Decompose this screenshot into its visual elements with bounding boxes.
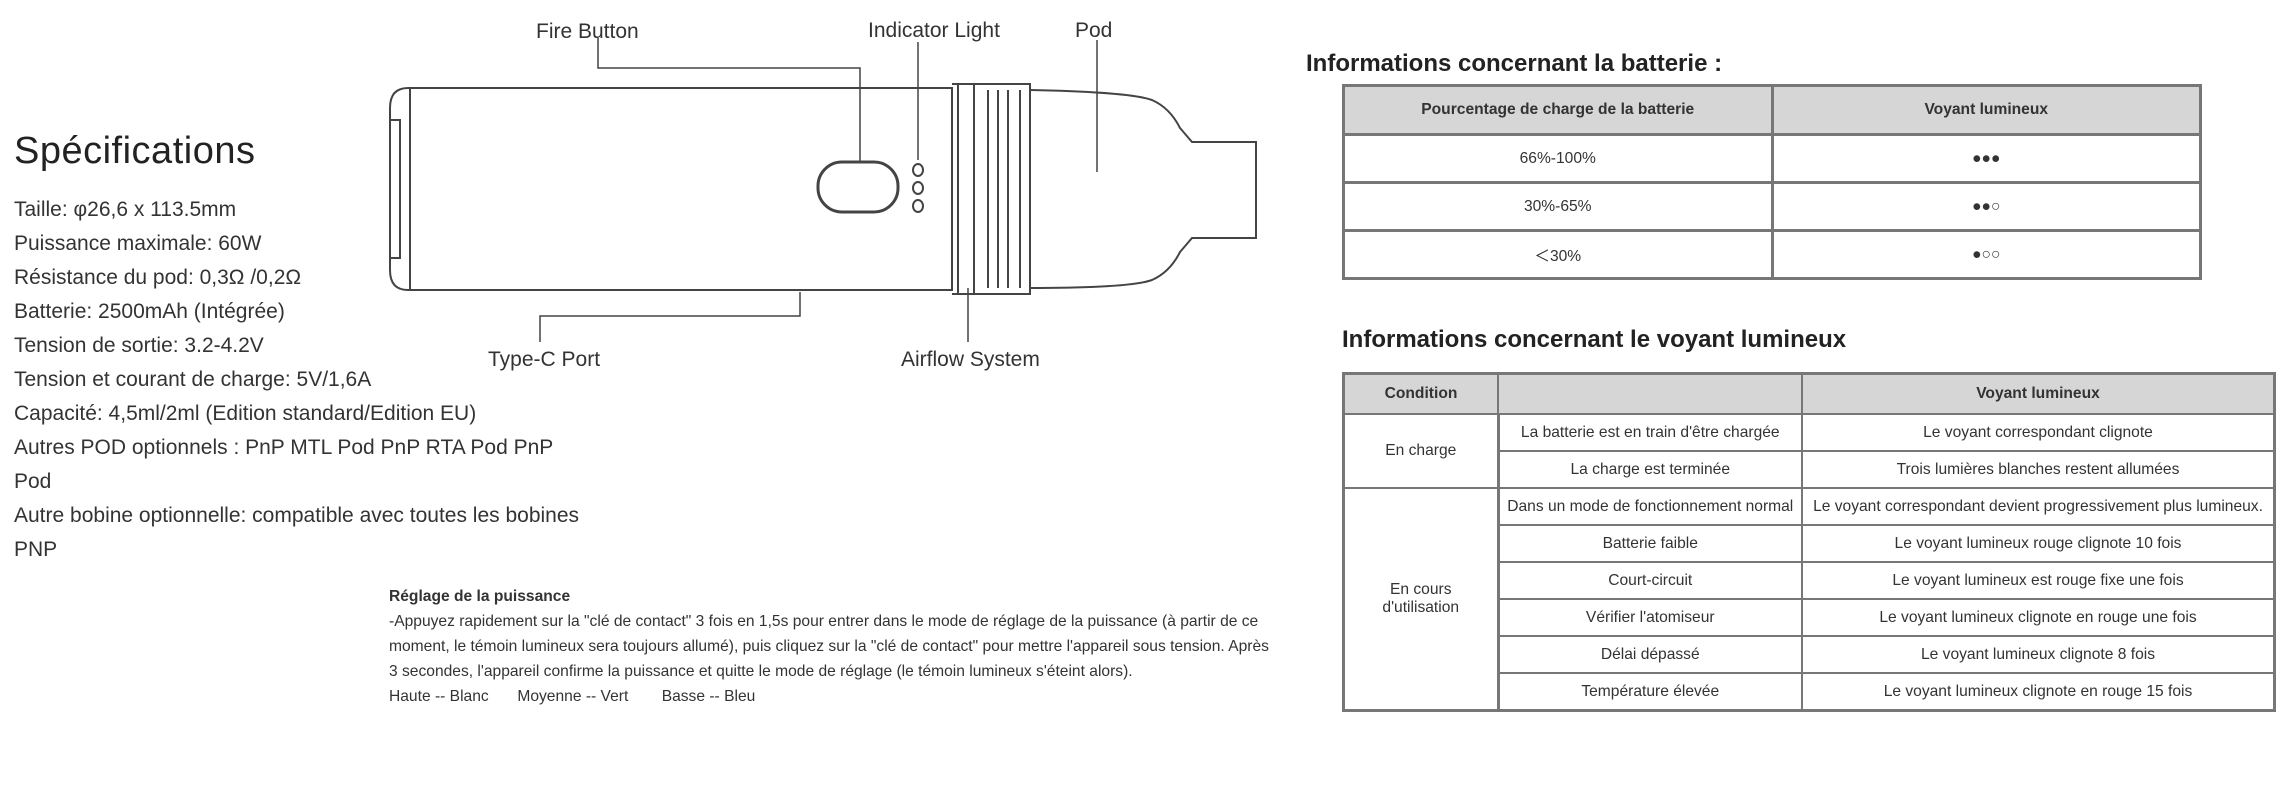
table-row: Température élevée Le voyant lumineux cl… [1344,672,2276,712]
table-header: Pourcentage de charge de la batterie [1342,84,1774,136]
spec-item: Taille: φ26,6 x 113.5mm [14,198,237,221]
light-cell: Le voyant lumineux clignote en rouge une… [1801,598,2276,637]
specifications-list: Taille: φ26,6 x 113.5mm Puissance maxima… [14,193,594,567]
state-cell: Batterie faible [1497,524,1803,563]
spec-item: Batterie: 2500mAh (Intégrée) [14,300,285,323]
power-adjustment-title: Réglage de la puissance [389,588,571,605]
indicator-light-label: Indicator Light [868,19,1000,42]
table-row: 66%-100% ●●● [1342,133,2202,184]
table-row: En cours d'utilisation Dans un mode de f… [1342,487,2276,712]
table-header-row: Pourcentage de charge de la batterie Voy… [1342,84,2202,136]
spec-item: Tension de sortie: 3.2-4.2V [14,334,264,357]
spec-item: Capacité: 4,5ml/2ml (Edition standard/Ed… [14,402,477,425]
power-level-medium: Moyenne -- Vert [517,688,629,705]
battery-table: Pourcentage de charge de la batterie Voy… [1342,84,2202,280]
spec-item: Puissance maximale: 60W [14,232,262,255]
power-level-high: Haute -- Blanc [389,688,489,705]
state-cell: Court-circuit [1497,561,1803,600]
fire-button-leader [597,38,861,162]
specifications-title: Spécifications [14,130,256,172]
table-header [1497,372,1803,415]
indicator-dots: ●○○ [1770,229,2202,280]
type-c-port-label: Type-C Port [488,348,600,371]
indicator-info-title: Informations concernant le voyant lumine… [1342,326,1847,353]
battery-percentage: ＜30% [1342,229,1774,280]
indicator-dot [912,199,924,213]
power-adjustment-text: -Appuyez rapidement sur la "clé de conta… [389,613,1269,680]
spec-item: Tension et courant de charge: 5V/1,6A [14,368,372,391]
battery-info-title: Informations concernant la batterie : [1306,50,1723,77]
power-level-low: Basse -- Bleu [661,688,756,705]
state-cell: La charge est terminée [1497,450,1803,489]
state-cell: Vérifier l'atomiseur [1497,598,1803,637]
airflow-system-label: Airflow System [901,348,1040,371]
table-row: En charge La batterie est en train d'êtr… [1342,413,2276,489]
light-cell: Le voyant lumineux clignote en rouge 15 … [1801,672,2276,712]
spec-item: Résistance du pod: 0,3Ω /0,2Ω [14,266,302,289]
table-row: Court-circuit Le voyant lumineux est rou… [1344,561,2276,600]
battery-percentage: 30%-65% [1342,181,1774,232]
spec-item: Autre bobine optionnelle: compatible ave… [14,504,580,561]
table-header: Voyant lumineux [1770,84,2202,136]
indicator-dots: ●●● [1770,133,2202,184]
power-levels: Haute -- Blanc Moyenne -- Vert Basse -- … [389,684,1269,709]
table-header: Condition [1342,372,1499,415]
light-cell: Le voyant correspondant clignote [1801,413,2276,452]
power-adjustment-section: Réglage de la puissance -Appuyez rapidem… [389,584,1269,709]
condition-cell: En charge [1342,413,1500,489]
pod-shape [1029,89,1257,289]
state-cell: Dans un mode de fonctionnement normal [1497,487,1803,526]
table-row: La charge est terminée Trois lumières bl… [1344,450,2276,489]
table-row: Vérifier l'atomiseur Le voyant lumineux … [1344,598,2276,637]
indicator-dot [912,163,924,177]
condition-cell: En cours d'utilisation [1342,487,1500,712]
table-row: 30%-65% ●●○ [1342,181,2202,232]
state-cell: Température élevée [1497,672,1803,712]
light-cell: Le voyant correspondant devient progress… [1801,487,2276,526]
state-cell: La batterie est en train d'être chargée [1497,413,1803,452]
light-cell: Le voyant lumineux clignote 8 fois [1801,635,2276,674]
table-row: Batterie faible Le voyant lumineux rouge… [1344,524,2276,563]
light-cell: Trois lumières blanches restent allumées [1801,450,2276,489]
table-row: ＜30% ●○○ [1342,229,2202,280]
indicator-dot [912,181,924,195]
fire-button-label: Fire Button [536,20,639,43]
type-c-leader [539,292,801,342]
table-header: Voyant lumineux [1801,372,2276,415]
state-cell: Délai dépassé [1497,635,1803,674]
spec-item: Autres POD optionnels : PnP MTL Pod PnP … [14,436,553,493]
fire-button-shape [816,160,900,214]
device-body [389,87,953,291]
table-row: Délai dépassé Le voyant lumineux clignot… [1344,635,2276,674]
indicator-table: Condition Voyant lumineux En charge La b… [1342,372,2276,712]
pod-label: Pod [1075,19,1112,42]
light-cell: Le voyant lumineux rouge clignote 10 foi… [1801,524,2276,563]
light-cell: Le voyant lumineux est rouge fixe une fo… [1801,561,2276,600]
battery-percentage: 66%-100% [1342,133,1774,184]
bottom-cap [389,119,401,259]
indicator-dots: ●●○ [1770,181,2202,232]
device-diagram: Fire Button Indicator Light Pod Type-C P… [389,19,1257,371]
table-header-row: Condition Voyant lumineux [1342,372,2276,415]
